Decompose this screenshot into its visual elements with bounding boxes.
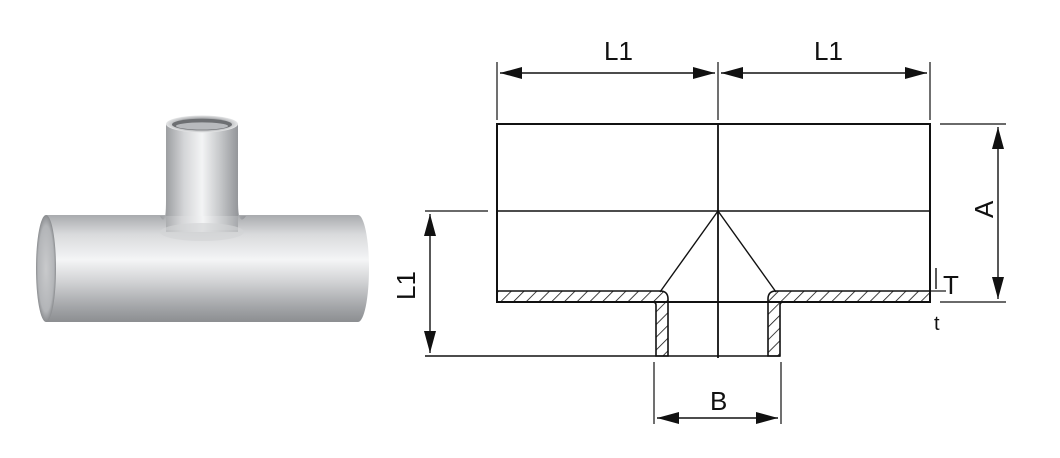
branch-diagonal-right <box>717 210 777 293</box>
label-l1-vertical: L1 <box>391 271 421 300</box>
branch-pipe-body <box>166 124 238 232</box>
wall-section-right <box>767 290 931 357</box>
tee-photo <box>36 115 369 322</box>
label-b: B <box>710 386 727 416</box>
main-pipe-left-end <box>36 215 56 322</box>
main-pipe-right-end <box>347 215 369 322</box>
branch-diagonal-left <box>659 210 719 293</box>
main-pipe-outline <box>496 123 931 303</box>
label-l1-right: L1 <box>814 36 843 66</box>
technical-drawing <box>424 62 1006 424</box>
label-t-upper: T <box>943 270 959 300</box>
wall-section-left <box>496 290 669 357</box>
label-t-lower: t <box>934 313 940 335</box>
label-l1-left: L1 <box>604 36 633 66</box>
label-a: A <box>969 200 999 218</box>
branch-blend <box>160 200 246 230</box>
